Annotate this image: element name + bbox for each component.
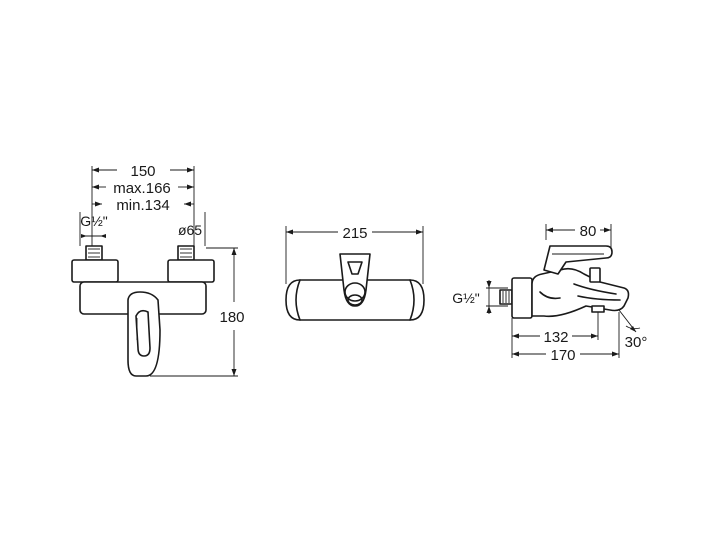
mixer-body-side xyxy=(531,267,630,318)
side-connector xyxy=(499,277,533,319)
side-view: 80 G½" xyxy=(452,223,647,364)
lever-side xyxy=(543,245,613,275)
dim-line-min xyxy=(92,201,194,207)
lever-handle xyxy=(127,291,161,377)
top-view: 215 xyxy=(285,225,425,321)
dim-label-max: max.166 xyxy=(113,180,171,197)
dim-line-170 xyxy=(512,351,619,357)
spout-outlet xyxy=(591,305,605,313)
dim-line-150 xyxy=(92,167,194,173)
dim-line-max xyxy=(92,184,194,190)
diverter-knob xyxy=(589,267,601,283)
dim-label-width: 215 xyxy=(342,225,367,242)
dim-label-min: min.134 xyxy=(116,197,169,214)
dim-label-handle: 80 xyxy=(580,223,597,240)
dim-label-thread: G½" xyxy=(80,213,108,229)
dim-line-80 xyxy=(546,227,611,233)
angle-indicator xyxy=(618,309,641,333)
dim-label-depth-total: 170 xyxy=(550,347,575,364)
dim-label-diameter: ø65 xyxy=(178,222,202,238)
dim-label-angle: 30° xyxy=(625,334,648,351)
dim-label-width: 150 xyxy=(130,163,155,180)
lever-top xyxy=(339,253,371,307)
front-view: 150 max.166 min.134 G½" ø65 xyxy=(71,163,245,377)
dim-line-215 xyxy=(286,229,423,235)
right-connector xyxy=(167,245,215,283)
dim-label-thread: G½" xyxy=(452,290,480,306)
left-connector xyxy=(71,245,119,283)
dim-line-180 xyxy=(231,248,237,376)
dim-line-132 xyxy=(512,333,598,339)
dim-label-depth-spout: 132 xyxy=(543,329,568,346)
dim-label-height: 180 xyxy=(219,309,244,326)
